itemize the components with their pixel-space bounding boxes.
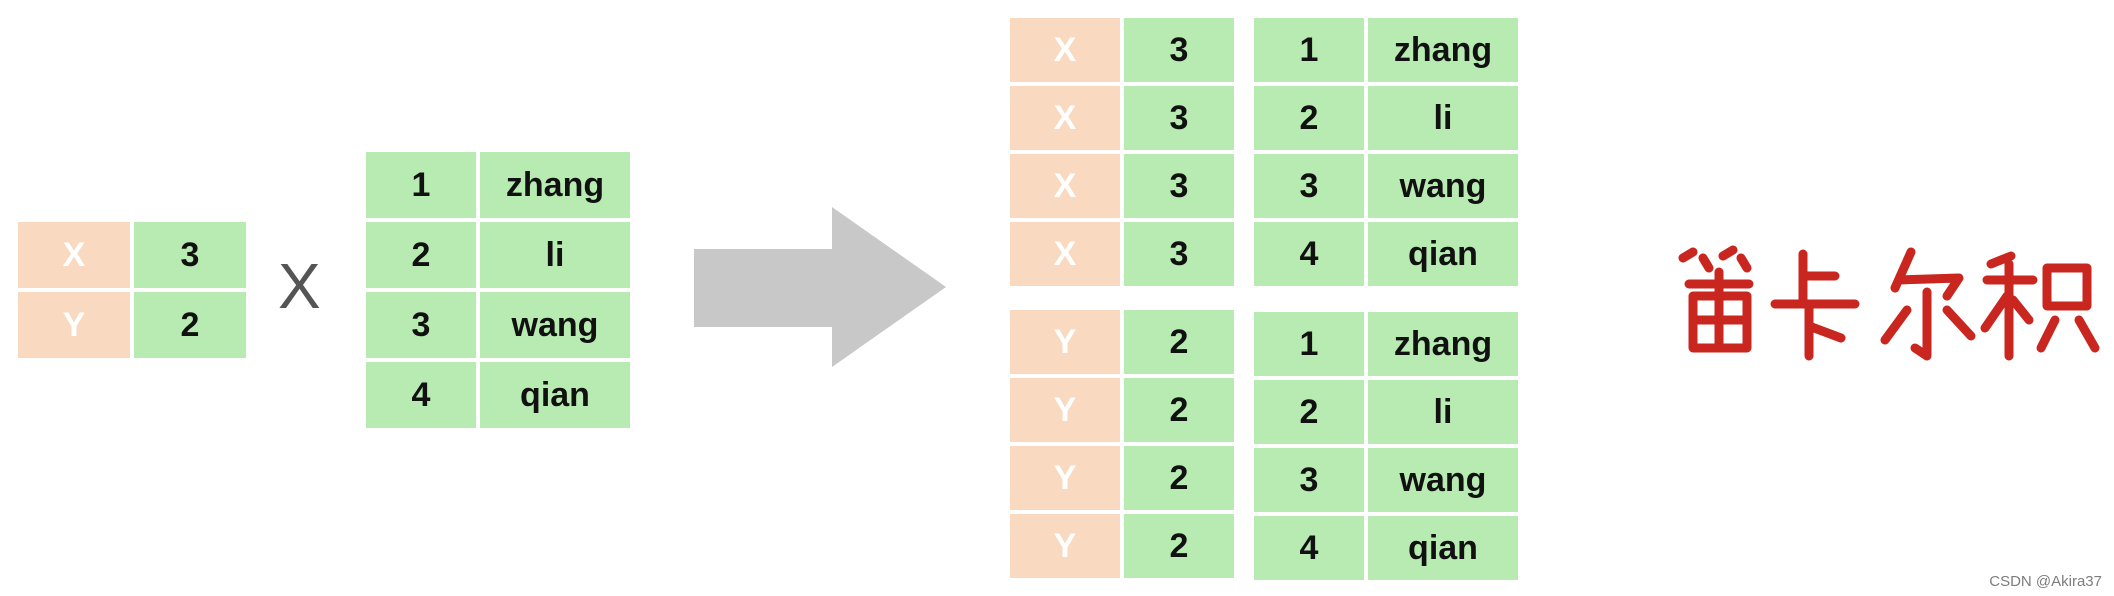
result-name-cell: li <box>1368 380 1518 444</box>
result-key-cell: Y <box>1010 378 1120 442</box>
result-key-cell: Y <box>1010 310 1120 374</box>
result-name-cell: wang <box>1368 154 1518 218</box>
cartesian-product-title <box>1678 245 2100 361</box>
result-value-cell: 2 <box>1124 446 1234 510</box>
result-x-block-names: 1 zhang 2 li 3 wang 4 qian <box>1254 18 1518 286</box>
name-table-id-cell: 3 <box>366 292 476 358</box>
result-key-cell: X <box>1010 86 1120 150</box>
result-key-cell: X <box>1010 222 1120 286</box>
name-table-name-cell: wang <box>480 292 630 358</box>
result-id-cell: 1 <box>1254 18 1364 82</box>
result-id-cell: 1 <box>1254 312 1364 376</box>
result-value-cell: 2 <box>1124 378 1234 442</box>
result-name-cell: qian <box>1368 516 1518 580</box>
name-table-name-cell: zhang <box>480 152 630 218</box>
left-table-key-cell: Y <box>18 292 130 358</box>
result-y-block-names: 1 zhang 2 li 3 wang 4 qian <box>1254 312 1518 580</box>
left-table-key-cell: X <box>18 222 130 288</box>
left-table: X 3 Y 2 <box>18 222 246 358</box>
watermark: CSDN @Akira37 <box>1989 573 2102 590</box>
name-table-id-cell: 1 <box>366 152 476 218</box>
result-name-cell: wang <box>1368 448 1518 512</box>
left-table-value-cell: 2 <box>134 292 246 358</box>
result-key-cell: X <box>1010 154 1120 218</box>
result-name-cell: li <box>1368 86 1518 150</box>
result-name-cell: qian <box>1368 222 1518 286</box>
name-table-id-cell: 2 <box>366 222 476 288</box>
name-table: 1 zhang 2 li 3 wang 4 qian <box>366 152 630 428</box>
name-table-name-cell: li <box>480 222 630 288</box>
result-value-cell: 3 <box>1124 154 1234 218</box>
result-value-cell: 2 <box>1124 310 1234 374</box>
result-id-cell: 4 <box>1254 222 1364 286</box>
result-key-cell: Y <box>1010 446 1120 510</box>
left-table-value-cell: 3 <box>134 222 246 288</box>
multiply-operator: X <box>278 250 321 322</box>
result-value-cell: 3 <box>1124 222 1234 286</box>
result-id-cell: 4 <box>1254 516 1364 580</box>
result-x-block: X 3 X 3 X 3 X 3 <box>1010 18 1234 286</box>
result-value-cell: 2 <box>1124 514 1234 578</box>
result-id-cell: 2 <box>1254 86 1364 150</box>
name-table-name-cell: qian <box>480 362 630 428</box>
name-table-id-cell: 4 <box>366 362 476 428</box>
result-value-cell: 3 <box>1124 86 1234 150</box>
result-y-block: Y 2 Y 2 Y 2 Y 2 <box>1010 310 1234 578</box>
result-id-cell: 3 <box>1254 154 1364 218</box>
result-id-cell: 3 <box>1254 448 1364 512</box>
result-name-cell: zhang <box>1368 18 1518 82</box>
result-key-cell: Y <box>1010 514 1120 578</box>
result-name-cell: zhang <box>1368 312 1518 376</box>
result-key-cell: X <box>1010 18 1120 82</box>
right-arrow-icon <box>694 207 946 367</box>
result-value-cell: 3 <box>1124 18 1234 82</box>
result-id-cell: 2 <box>1254 380 1364 444</box>
